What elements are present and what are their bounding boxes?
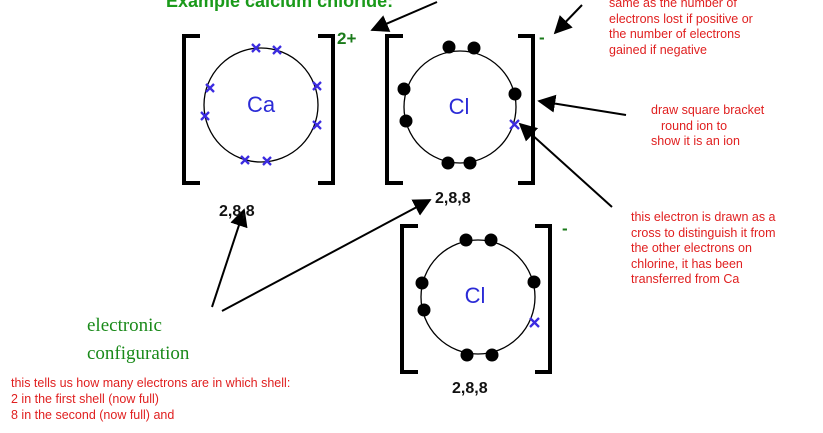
bracket-note: draw square bracket round ion to show it… xyxy=(651,103,764,150)
config-label-line: configuration xyxy=(87,343,190,364)
config-arrow-cl xyxy=(221,199,432,312)
cl1-left-bracket xyxy=(385,34,403,185)
cross-note-line: cross to distinguish it from xyxy=(631,225,776,240)
cl2-electron-dots xyxy=(415,233,541,362)
cross-note-line: chlorine, it has been xyxy=(631,256,743,271)
ca-config: 2,8,8 xyxy=(219,203,255,220)
charge-arrow-ca xyxy=(370,1,438,32)
cl2-charge: - xyxy=(562,219,568,238)
annotation-arrows xyxy=(211,1,627,312)
bracket-note-line: round ion to xyxy=(661,118,728,133)
cl2-right-bracket xyxy=(535,224,552,374)
ca-outer-shell xyxy=(203,47,319,163)
charge-note-line: the number of electrons xyxy=(609,27,741,41)
charge-note-line: gained if negative xyxy=(609,42,707,57)
config-arrow-ca xyxy=(211,208,248,308)
cl1-charge: - xyxy=(539,28,545,47)
cl1-symbol: Cl xyxy=(449,94,470,119)
config-label: electronic configuration xyxy=(87,312,189,368)
cl2-config: 2,8,8 xyxy=(452,380,488,397)
cl2-transferred-electron-cross xyxy=(529,317,540,328)
cl1-outer-shell xyxy=(403,50,517,164)
bracket-arrow xyxy=(537,94,627,116)
diagram-title: Example calcium chloride: xyxy=(166,0,394,11)
cl1-transferred-electron-cross xyxy=(509,119,520,130)
cl1-right-bracket xyxy=(518,34,535,185)
shell-note-line: 2 in the first shell (now full) xyxy=(11,392,159,406)
shell-note-line: this tells us how many electrons are in … xyxy=(11,376,291,390)
ca-right-bracket xyxy=(318,34,335,185)
cross-note: this electron is drawn as a cross to dis… xyxy=(631,210,776,288)
ca-symbol: Ca xyxy=(247,92,276,117)
config-label-line: electronic xyxy=(87,315,162,336)
cl2-left-bracket xyxy=(400,224,418,374)
cross-note-line: transferred from Ca xyxy=(631,272,740,286)
chloride-ion-1: Cl xyxy=(385,34,535,185)
cross-note-line: this electron is drawn as a xyxy=(631,210,776,224)
charge-note-line: electrons lost if positive or xyxy=(609,11,753,26)
cl2-symbol: Cl xyxy=(465,283,486,308)
shell-note: this tells us how many electrons are in … xyxy=(11,375,290,423)
calcium-ion: Ca xyxy=(182,34,335,185)
cl2-outer-shell xyxy=(420,239,536,355)
chloride-ion-2: Cl xyxy=(400,224,552,374)
bracket-note-line: show it is an ion xyxy=(651,134,740,148)
cl1-electron-dots xyxy=(397,40,522,170)
shell-note-line: 8 in the second (now full) and xyxy=(11,408,175,422)
charge-note-line: same as the number of xyxy=(609,0,737,10)
bracket-note-line: draw square bracket xyxy=(651,103,765,117)
charge-arrow-cl xyxy=(553,4,583,35)
charge-note: same as the number of electrons lost if … xyxy=(609,0,753,58)
ca-charge: 2+ xyxy=(337,29,357,48)
cross-note-line: the other electrons on xyxy=(631,241,752,255)
ca-left-bracket xyxy=(182,34,200,185)
ca-electron-crosses xyxy=(200,43,322,166)
cross-arrow xyxy=(518,122,613,208)
cl1-config: 2,8,8 xyxy=(435,190,471,207)
